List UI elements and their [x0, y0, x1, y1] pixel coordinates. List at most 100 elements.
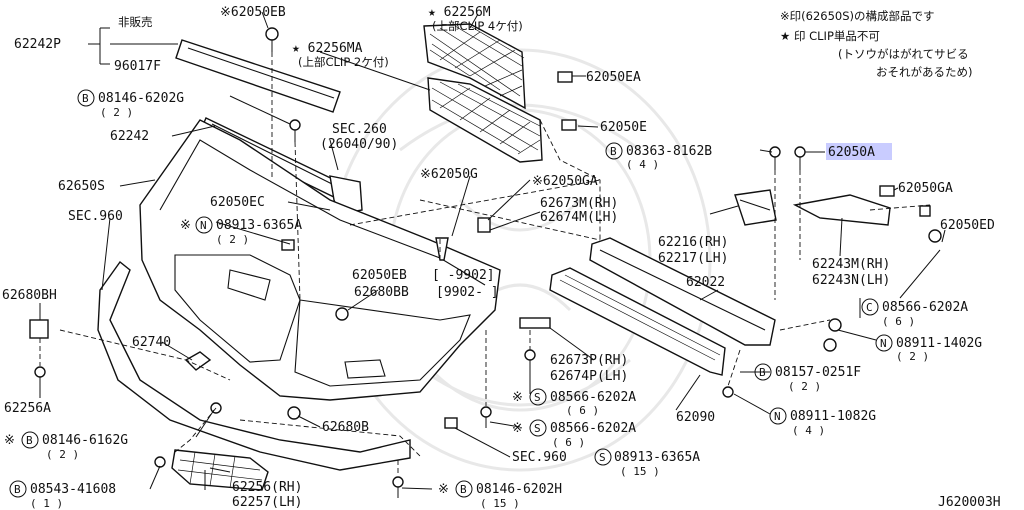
leader-lines: [39, 11, 946, 490]
label-hihanbai: 非販売: [118, 15, 153, 29]
svg-text:※: ※: [512, 421, 523, 436]
svg-text:B: B: [759, 366, 766, 379]
svg-text:B: B: [460, 483, 467, 496]
svg-text:( 4 ): ( 4 ): [626, 158, 659, 171]
label-62257: 62257(LH): [232, 495, 302, 510]
label-sec260: SEC.260: [332, 122, 387, 137]
label-62050ea: 62050EA: [586, 70, 641, 85]
label-sec960-a: SEC.960: [68, 209, 123, 224]
label-62256a: 62256A: [4, 401, 51, 416]
label-62050eb: ※62050EB: [220, 5, 286, 20]
fasteners: [29, 27, 942, 498]
svg-text:( 2 ): ( 2 ): [216, 233, 249, 246]
label-62256ma: ★ 62256MA: [292, 41, 363, 56]
label-62216: 62216(RH): [658, 235, 728, 250]
svg-text:B: B: [82, 92, 89, 105]
label-62740: 62740: [132, 335, 171, 350]
label-62050ec: 62050EC: [210, 195, 265, 210]
bracket-62216: [734, 189, 777, 226]
svg-text:※: ※: [438, 482, 449, 497]
svg-text:( 1 ): ( 1 ): [30, 497, 63, 510]
label-62050ga-right: 62050GA: [898, 181, 953, 196]
symbol-circles: [9, 89, 893, 498]
part-62740: [184, 351, 212, 371]
svg-text:N: N: [774, 410, 781, 423]
svg-text:N: N: [200, 219, 207, 232]
label-62673m: 62673M(RH): [540, 196, 618, 211]
label-sec960-b: SEC.960: [512, 450, 567, 465]
lower-lip: [97, 260, 411, 471]
label-sec260-sub: (26040/90): [320, 137, 398, 152]
label-08566-right: 08566-6202A: [882, 300, 968, 315]
label-62243m: 62243M(RH): [812, 257, 890, 272]
label-08566-b: 08566-6202A: [550, 421, 636, 436]
label-08913-b: 08913-6365A: [614, 450, 700, 465]
svg-text:( 2 ): ( 2 ): [896, 350, 929, 363]
label-62050eb2: 62050EB: [352, 268, 407, 283]
label-62022: 62022: [686, 275, 725, 290]
label-62680b: 62680B: [322, 420, 369, 435]
svg-text:※: ※: [4, 433, 15, 448]
label-62256ma-sub: (上部CLIP 2ケ付): [298, 55, 389, 69]
highlight-box: [826, 143, 892, 160]
svg-text:( 15 ): ( 15 ): [480, 497, 520, 510]
label-62680bh: 62680BH: [2, 288, 57, 303]
absorber-62090: [549, 267, 726, 376]
label-62050g: ※62050G: [420, 167, 478, 182]
dashed-lines: [39, 52, 931, 476]
svg-text:※: ※: [512, 390, 523, 405]
svg-text:[ -9902]: [ -9902]: [432, 268, 495, 283]
label-62256m: ★ 62256M: [428, 5, 491, 20]
svg-text:B: B: [610, 145, 617, 158]
svg-text:( 2 ): ( 2 ): [788, 380, 821, 393]
notes: ※印(62650S)の構成部品です ★ 印 CLIP単品不可 (トソウがはがれて…: [780, 9, 973, 79]
svg-text:[9902- ]: [9902- ]: [436, 285, 499, 300]
svg-text:B: B: [26, 434, 33, 447]
note-line-4: おそれがあるため): [876, 65, 973, 79]
label-62242p: 62242P: [14, 37, 61, 52]
label-08146-6202h: 08146-6202H: [476, 482, 562, 497]
label-62256m-sub: (上部CLIP 4ケ付): [432, 19, 523, 33]
svg-text:N: N: [880, 337, 887, 350]
label-08363: 08363-8162B: [626, 144, 712, 159]
note-line-1: ※印(62650S)の構成部品です: [780, 9, 935, 23]
label-96017f: 96017F: [114, 59, 161, 74]
svg-text:( 2 ): ( 2 ): [46, 448, 79, 461]
label-62674m: 62674M(LH): [540, 210, 618, 225]
note-line-2: ★ 印 CLIP単品不可: [780, 29, 880, 43]
label-08146-6162g: 08146-6162G: [42, 433, 128, 448]
label-62050e: 62050E: [600, 120, 647, 135]
label-08566-a: 08566-6202A: [550, 390, 636, 405]
label-62674p: 62674P(LH): [550, 369, 628, 384]
bumper-fascia: [139, 119, 501, 401]
label-62050ga: ※62050GA: [532, 174, 598, 189]
svg-text:( 4 ): ( 4 ): [792, 424, 825, 437]
svg-text:S: S: [599, 451, 606, 464]
label-08543: 08543-41608: [30, 482, 116, 497]
label-62242: 62242: [110, 129, 149, 144]
svg-text:( 15 ): ( 15 ): [620, 465, 660, 478]
label-62256: 62256(RH): [232, 480, 302, 495]
svg-text:※: ※: [180, 218, 191, 233]
lower-grille-mesh: [427, 77, 543, 163]
svg-text:S: S: [534, 422, 541, 435]
svg-text:( 2 ): ( 2 ): [100, 106, 133, 119]
part-labels: 62242P 非販売 96017F ※62050EB ★ 62256M (上部C…: [2, 5, 1001, 510]
note-line-3: (トソウがはがれてサビる: [838, 47, 969, 61]
label-08146-6202g: 08146-6202G: [98, 91, 184, 106]
svg-text:C: C: [866, 301, 873, 314]
label-62680bb: 62680BB: [354, 285, 409, 300]
svg-text:( 6 ): ( 6 ): [552, 436, 585, 449]
label-62090: 62090: [676, 410, 715, 425]
label-62217: 62217(LH): [658, 251, 728, 266]
label-08157: 08157-0251F: [775, 365, 861, 380]
label-62050a: 62050A: [828, 145, 875, 160]
bumper-reinforcement-62022: [589, 237, 776, 346]
svg-text:( 6 ): ( 6 ): [566, 404, 599, 417]
label-62050ed: 62050ED: [940, 218, 995, 233]
upper-grille-mesh: [423, 23, 526, 110]
svg-text:( 6 ): ( 6 ): [882, 315, 915, 328]
label-08911-1402g: 08911-1402G: [896, 336, 982, 351]
